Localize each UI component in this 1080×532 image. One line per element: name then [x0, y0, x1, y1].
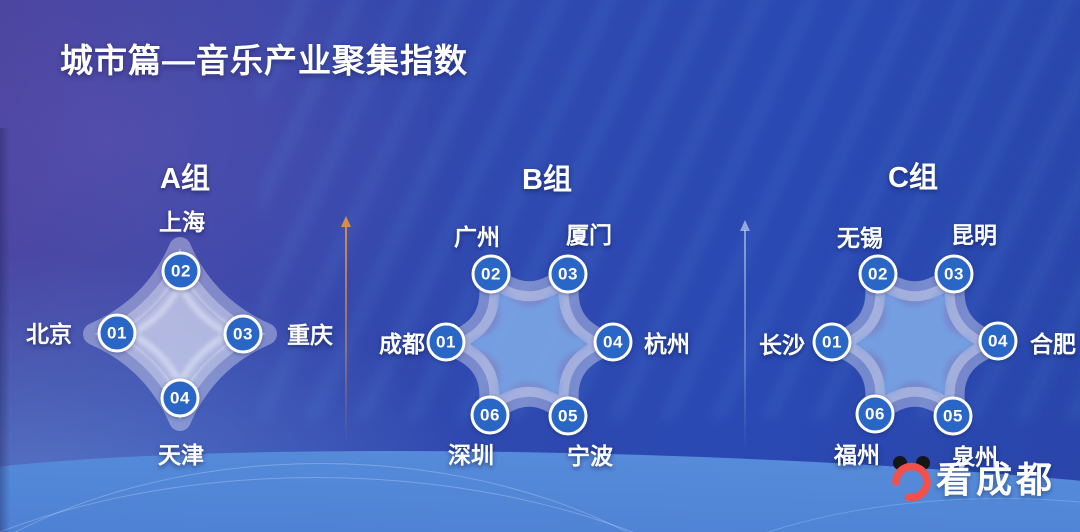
city-label: 上海 [159, 209, 205, 235]
watermark-logo: 看成都 [886, 453, 1056, 507]
rank-badge: 04 [593, 322, 633, 362]
up-arrow-divider-blue [744, 230, 746, 452]
city-label: 昆明 [951, 222, 997, 248]
panda-ring-icon [892, 456, 931, 502]
rank-badge: 03 [934, 254, 974, 294]
rank-badge: 02 [858, 254, 898, 294]
rank-badge: 01 [426, 322, 466, 362]
city-label: 合肥 [1030, 331, 1076, 357]
city-label: 北京 [26, 321, 72, 347]
city-label: 杭州 [644, 331, 690, 357]
city-label: 厦门 [566, 222, 612, 248]
rank-badge: 06 [470, 395, 510, 435]
city-label: 泉州 [952, 444, 998, 470]
rank-badge: 03 [223, 314, 263, 354]
rank-badge: 02 [161, 251, 201, 291]
page-title: 城市篇—音乐产业聚集指数 [60, 42, 468, 79]
rank-badge: 04 [978, 321, 1018, 361]
rank-badge: 01 [812, 322, 852, 362]
logo-brand-text: 看成都 [936, 459, 1057, 500]
city-label: 宁波 [567, 443, 613, 469]
left-edge-shadow-decor [0, 128, 10, 532]
city-label: 重庆 [287, 322, 333, 348]
rank-badge: 02 [471, 254, 511, 294]
rank-badge: 05 [548, 396, 588, 436]
city-label: 深圳 [448, 442, 494, 468]
rank-badge: 03 [548, 254, 588, 294]
up-arrow-head-icon [341, 216, 351, 227]
city-label: 无锡 [837, 225, 883, 251]
group-c-title: C组 [888, 162, 938, 194]
city-label: 广州 [454, 224, 500, 250]
city-label: 福州 [834, 442, 880, 468]
rank-badge: 04 [160, 378, 200, 418]
city-label: 成都 [379, 331, 425, 357]
rank-badge: 01 [97, 313, 137, 353]
city-label: 长沙 [759, 332, 805, 358]
rank-badge: 05 [933, 396, 973, 436]
up-arrow-head-icon [740, 220, 750, 231]
city-label: 天津 [158, 442, 204, 468]
up-arrow-divider-orange [345, 226, 347, 444]
group-a-title: A组 [160, 163, 210, 195]
group-b-title: B组 [522, 164, 572, 196]
rank-badge: 06 [855, 394, 895, 434]
